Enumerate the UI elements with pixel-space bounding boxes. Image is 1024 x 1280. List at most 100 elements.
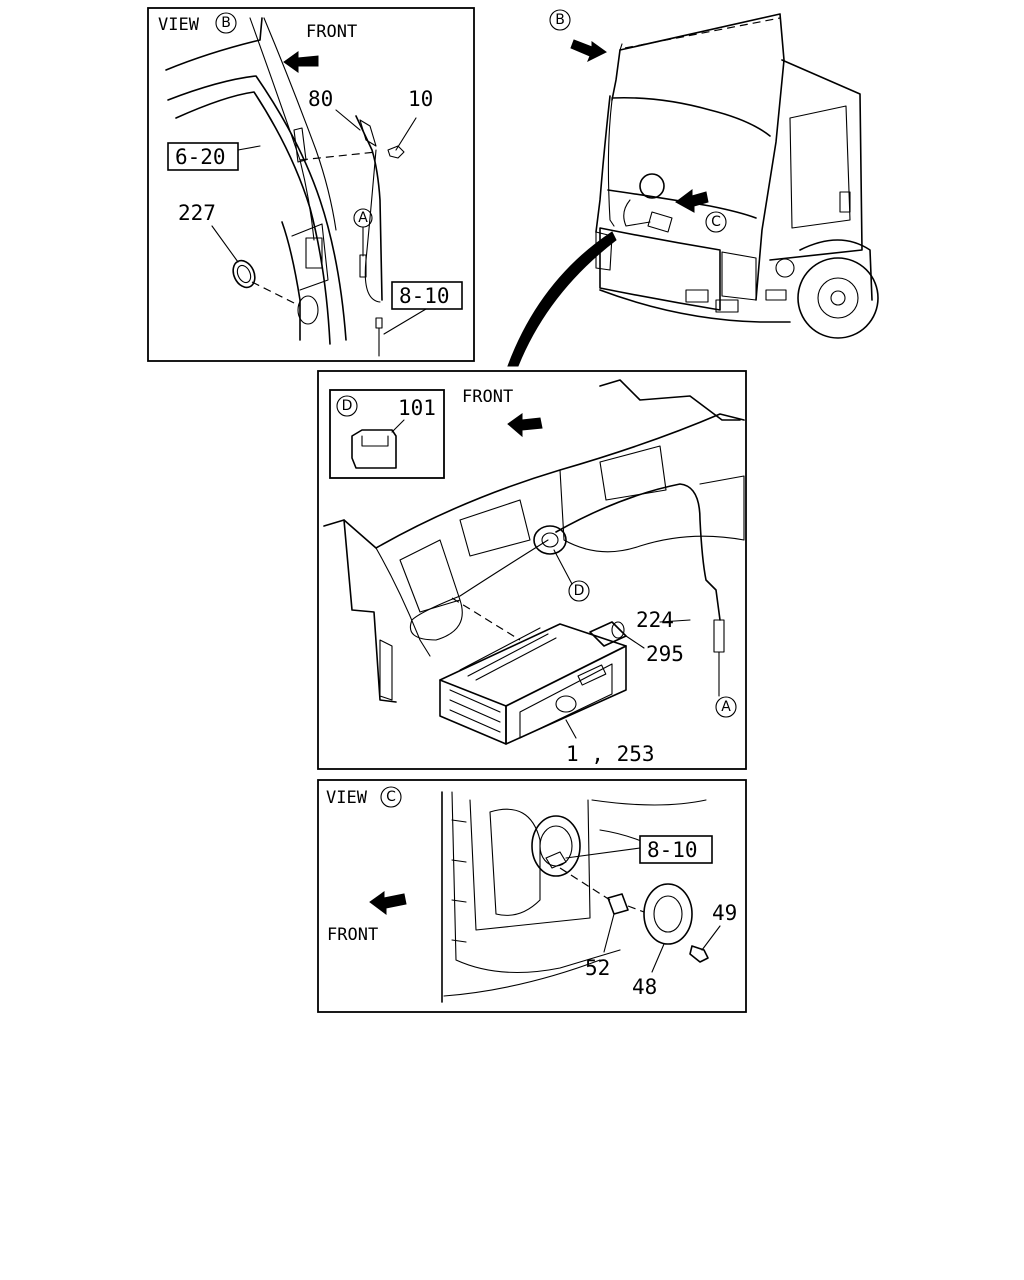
dash-cutout-right [599,445,667,501]
radio-frame [317,370,747,770]
leader-52 [603,913,615,953]
fog-lamp-right [715,299,739,313]
door-handle [839,191,851,213]
door-window [789,105,851,229]
radio-marker-a: A [721,699,731,715]
marker-b: B [555,12,565,28]
cab-front-edge [619,13,785,301]
door-opening-inner [175,91,331,345]
door-trim-inner [451,791,621,974]
grommet-227-icon [232,259,256,289]
grommet-dash [251,281,301,307]
speaker-48-cone [653,895,683,933]
truck-antenna-cable [607,99,615,227]
door-hinge-edge [281,221,301,341]
grille-area [599,227,721,311]
marker-d-leader [553,549,573,585]
door-panel-recess [469,799,591,931]
antenna-extension-cable [555,483,721,621]
leader-10 [395,117,417,151]
ref-8-10-c: 8-10 [647,838,698,862]
cab-left-edge [595,95,611,233]
speaker-connector [545,851,567,869]
antenna-rod [355,115,383,301]
wheel-hub [817,277,859,319]
wheel-center [830,290,846,306]
dash-cutout-mid [459,499,531,557]
leader-1-253 [565,719,577,739]
dash-panel-lower [559,469,745,553]
inset-d-frame [329,389,445,479]
leader-49 [701,925,721,951]
view-c-panel: VIEW C FRONT 8-10 49 52 [317,779,747,1013]
inset-d-circle [336,395,358,417]
callout-227: 227 [178,201,216,225]
ref-6-20: 6-20 [175,145,226,169]
callout-49: 49 [712,901,737,925]
view-b-panel: VIEW B FRONT 80 10 227 [147,7,475,362]
dash-top-edge [323,413,745,549]
front-arrow-icon [283,51,319,73]
marker-b-circle [549,9,571,31]
radio-front-arrow-icon [507,413,543,438]
speaker-hole-inner [539,825,573,867]
dash-cutout-left [399,539,461,613]
marker-c-circle [705,211,727,233]
view-c-letter: C [386,789,396,805]
ref-box-6-20 [167,142,239,171]
cable-loop [409,539,549,641]
cable-grommet [533,525,567,555]
windshield-top [611,96,771,137]
radio-knob [555,695,577,713]
view-c-front-label: FRONT [327,925,378,945]
side-marker [765,289,787,301]
door-bottom-edge [443,959,601,997]
callout-52: 52 [585,956,610,980]
view-c-frame [317,779,747,1013]
truck-overview: B C [507,9,879,367]
dash-foot [379,639,393,701]
leader-48 [651,943,665,973]
clip-52-icon [607,893,629,915]
view-c-word: VIEW [326,788,368,808]
radio-marker-a-circle [715,696,737,718]
pillar-panel [291,223,329,291]
radio-front-label: FRONT [462,387,513,407]
radio-install-dash [451,597,521,641]
radio-location [647,211,673,233]
wheel-arch [799,239,873,301]
grommet-hole [297,295,319,325]
speaker-48-dash [627,905,645,913]
callout-295: 295 [646,642,684,666]
callout-80: 80 [308,87,333,111]
screw-49-icon [689,945,709,963]
radio-vents [459,627,557,681]
marker-c: C [711,214,721,230]
door-armrest [489,808,541,916]
radio-marker-d-circle [568,580,590,602]
pillar-slot [305,237,323,269]
view-b-arrow-icon [570,39,607,63]
ref-8-10-c-leader [565,847,641,859]
leader-227 [211,225,239,263]
cable-grommet-inner [541,532,559,548]
door-top-curve [591,799,707,806]
antenna-mount-dash [299,151,377,161]
pillar-inner [263,17,337,231]
truck-antenna [611,49,621,101]
radio-marker-d: D [574,583,585,599]
callout-101: 101 [398,396,436,420]
clip-101-icon [351,429,397,469]
speaker-location [639,173,665,199]
marker-a-view-b: A [358,210,368,226]
adapter-295-end [611,621,625,639]
dash-inner-edge [375,547,431,657]
ref-8-10-b: 8-10 [399,284,450,308]
roof-dash [624,17,781,49]
bolt-icon [387,145,405,159]
callout-224: 224 [636,608,674,632]
fuel-cap [775,258,795,278]
ref-8-10-b-leader [383,308,427,335]
speaker-hole [531,815,581,877]
view-c-front-arrow-icon [369,891,407,915]
